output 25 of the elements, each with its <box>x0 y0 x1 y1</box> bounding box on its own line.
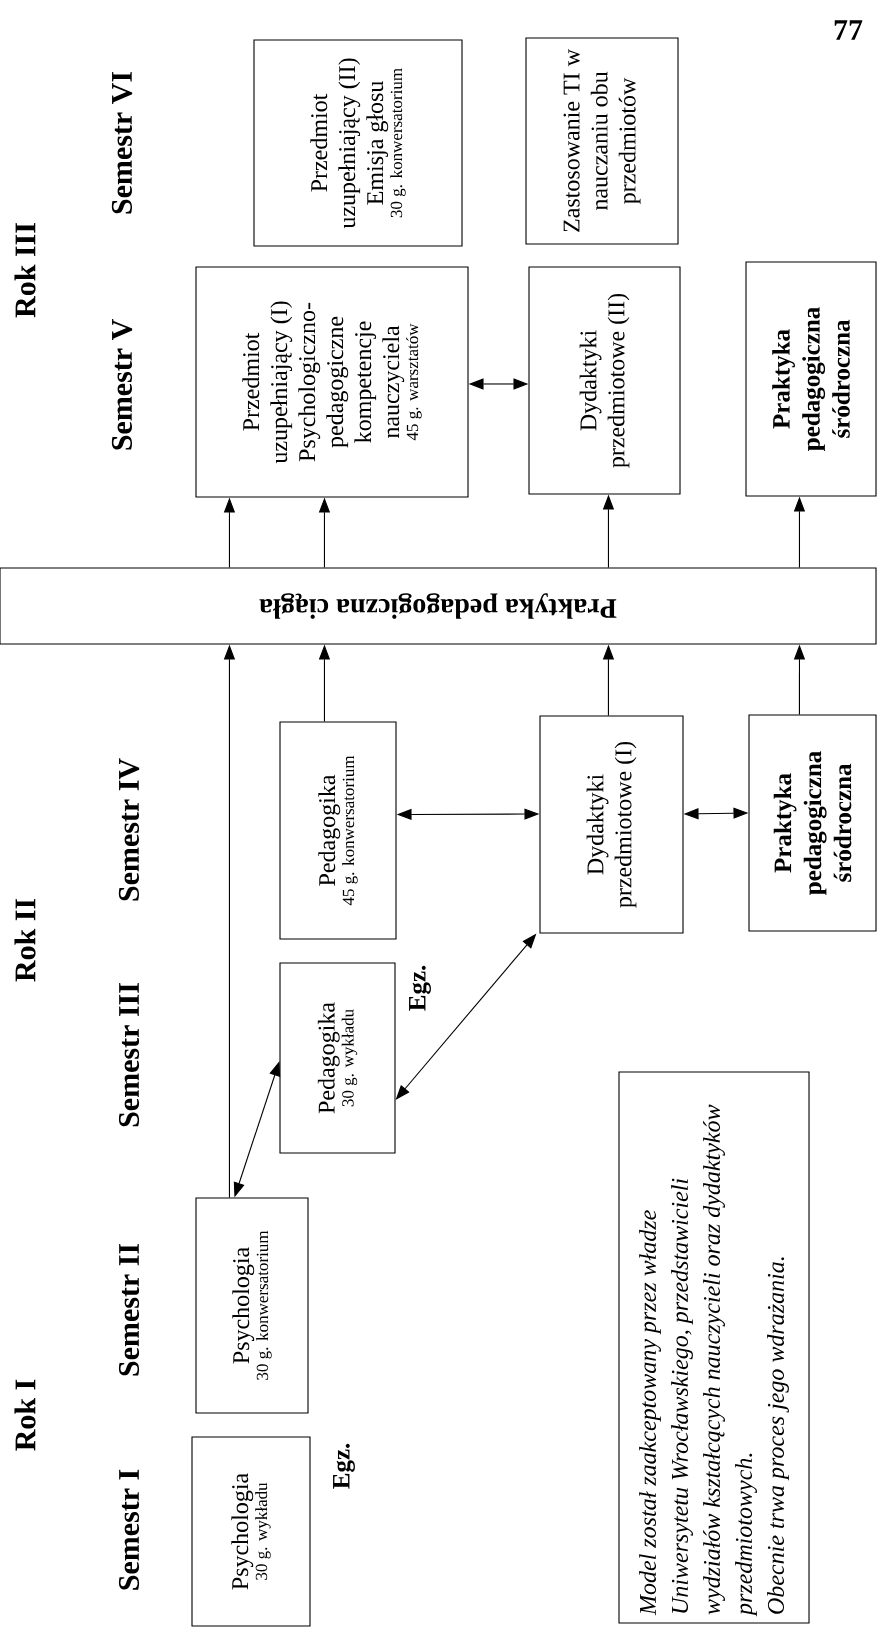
course-box: Zastosowanie TI w nauczaniu obu przedmiotów <box>525 37 679 245</box>
semester-label: Semestr II <box>118 1243 140 1376</box>
course-box: Przedmiot uzupełniający (II) Emisja głosu 30 g. konwersatorium <box>253 39 463 247</box>
exam-label: Egz. <box>409 965 431 1011</box>
course-box: Pedagogika 45 g. konwersatorium <box>279 721 397 940</box>
practice-box: Praktyka pedagogiczna śródroczna <box>745 261 877 497</box>
semester-label: Semestr III <box>118 983 140 1127</box>
course-box: Psychologia 30 g. wykładu <box>191 1436 311 1627</box>
note-box: Model został zaakceptowany przez władze Uniwersytetu Wrocławskiego, przedstawicieli wydziałów kształcących nauczycieli oraz dydaktyków przedmiotowych. Obecnie trwa proces jego wdrażania. <box>618 1071 810 1624</box>
course-box: Przedmiot uzupełniający (I) Psychologiczno-pedagogiczne kompetencje nauczyciela 45 g. warsztatów <box>195 266 469 498</box>
course-box: Dydaktyki przedmiotowe (II) <box>528 266 681 495</box>
course-box: Psychologia 30 g. konwersatorium <box>195 1197 309 1414</box>
semester-label: Semestr VI <box>111 71 133 214</box>
exam-label: Egz. <box>333 1443 355 1489</box>
page-number: 77 <box>834 20 863 40</box>
semester-label: Semestr V <box>111 319 133 450</box>
semester-label: Semestr I <box>118 1469 140 1590</box>
practice-box: Praktyka pedagogiczna śródroczna <box>748 714 877 932</box>
course-box: Dydaktyki przedmiotowe (I) <box>539 715 684 934</box>
year-label: Rok II <box>14 898 36 982</box>
year-label: Rok I <box>14 1379 36 1451</box>
practice-band: Praktyka pedagogiczna ciągła <box>0 567 877 645</box>
year-label: Rok III <box>14 223 36 318</box>
semester-label: Semestr IV <box>118 758 140 901</box>
course-box: Pedagogika 30 g. wykładu <box>279 962 396 1154</box>
